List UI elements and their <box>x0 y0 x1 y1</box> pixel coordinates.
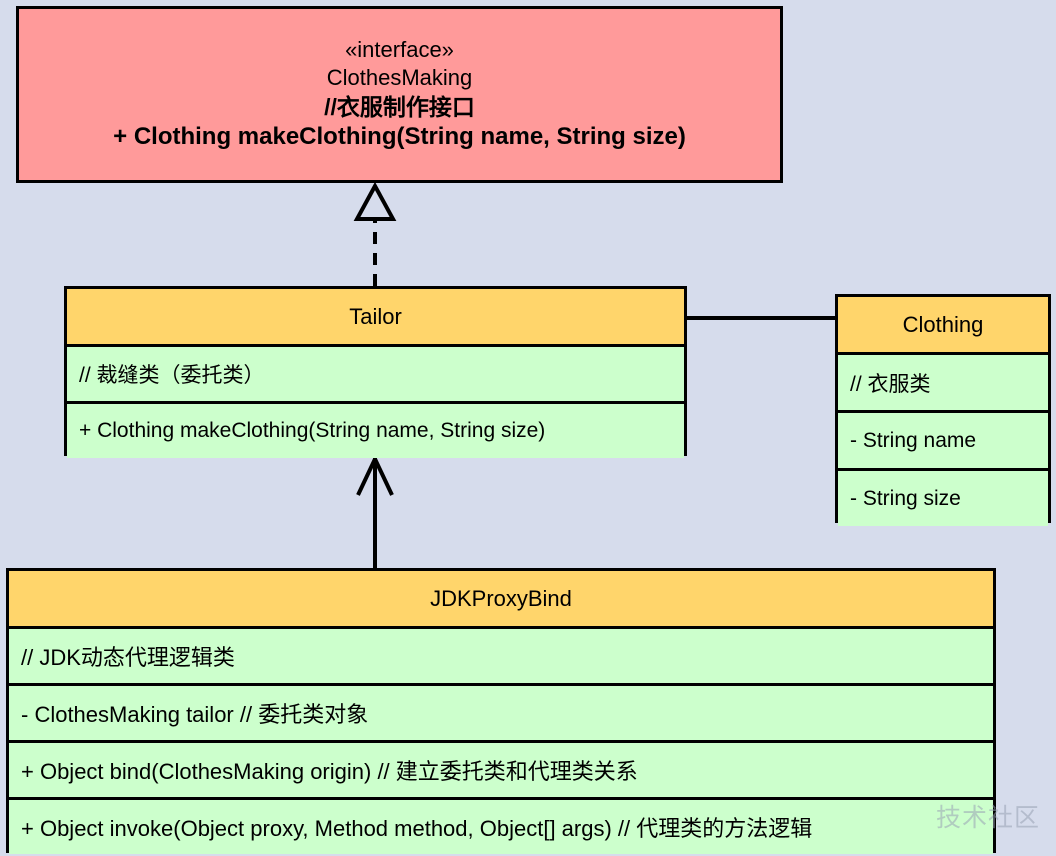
interface-name: ClothesMaking <box>326 65 473 91</box>
interface-stereotype: «interface» <box>345 37 454 63</box>
clothing-row-field-name: - String name <box>838 410 1048 468</box>
association-arrow-jdkproxybind-to-tailor <box>356 454 394 568</box>
jdkproxybind-class-name: JDKProxyBind <box>9 571 993 626</box>
watermark-text: 技术社区 <box>935 804 1040 832</box>
hollow-triangle-arrowhead <box>353 181 397 221</box>
class-box-clothing[interactable]: Clothing // 衣服类 - String name - String s… <box>835 294 1051 526</box>
realization-arrow-tailor-to-clothesmaking <box>353 181 397 286</box>
jdkproxybind-row-method-invoke: + Object invoke(Object proxy, Method met… <box>9 797 993 854</box>
interface-comment: //衣服制作接口 <box>324 93 475 120</box>
tailor-row-method: + Clothing makeClothing(String name, Str… <box>67 401 684 458</box>
jdkproxybind-row-field-tailor: - ClothesMaking tailor // 委托类对象 <box>9 683 993 740</box>
jdkproxybind-row-method-bind: + Object bind(ClothesMaking origin) // 建… <box>9 740 993 797</box>
class-box-jdkproxybind[interactable]: JDKProxyBind // JDK动态代理逻辑类 - ClothesMaki… <box>6 568 996 854</box>
tailor-row-comment: // 裁缝类（委托类） <box>67 344 684 401</box>
jdkproxybind-row-comment: // JDK动态代理逻辑类 <box>9 626 993 683</box>
interface-method: + Clothing makeClothing(String name, Str… <box>113 123 686 151</box>
clothing-class-name: Clothing <box>838 297 1048 352</box>
clothing-row-field-size: - String size <box>838 468 1048 526</box>
class-box-tailor[interactable]: Tailor // 裁缝类（委托类） + Clothing makeClothi… <box>64 286 687 458</box>
class-box-clothesmaking[interactable]: «interface» ClothesMaking //衣服制作接口 + Clo… <box>16 6 783 183</box>
open-arrowhead <box>356 454 394 496</box>
tailor-class-name: Tailor <box>67 289 684 344</box>
clothing-row-comment: // 衣服类 <box>838 352 1048 410</box>
